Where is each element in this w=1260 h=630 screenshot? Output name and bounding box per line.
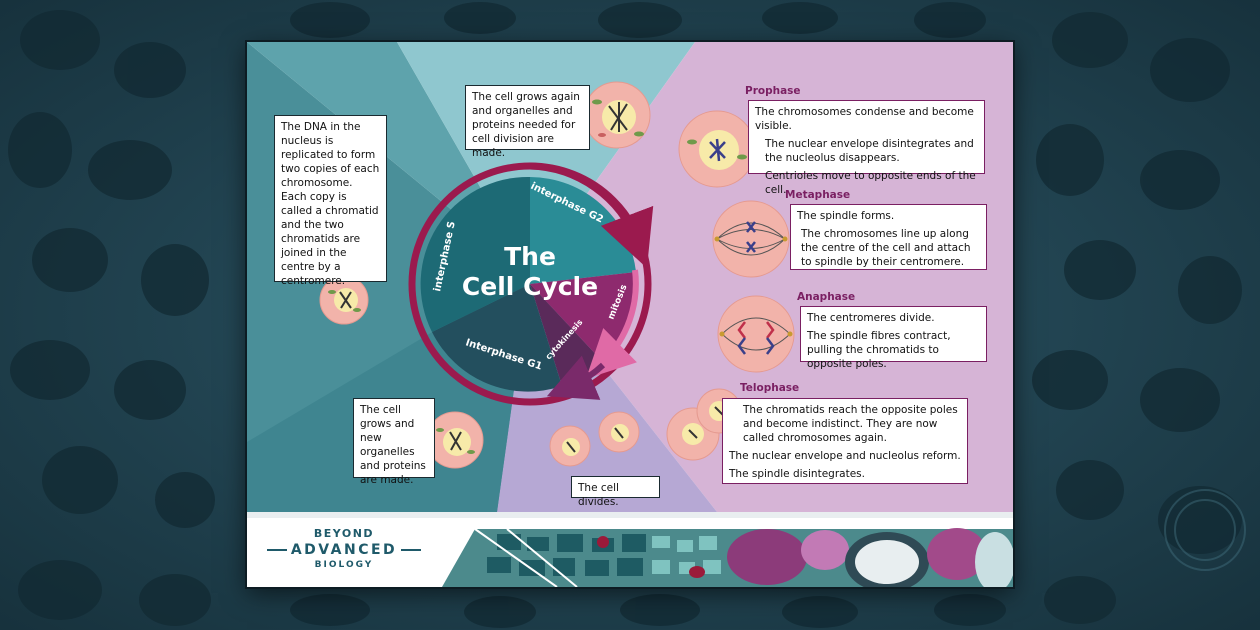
prophase-box: The chromosomes condense and become visi… <box>748 100 985 196</box>
beyond-advanced-biology-logo: BEYOND ADVANCED BIOLOGY <box>259 525 429 583</box>
prophase-line-1: The chromosomes condense and become visi… <box>755 106 974 132</box>
cell-illustration-daughter-cells <box>549 411 640 467</box>
note-g1-phase: The cell grows and new organelles and pr… <box>353 398 435 486</box>
metaphase-title: Metaphase <box>785 189 851 201</box>
note-s-phase: The DNA in the nucleus is replicated to … <box>274 115 387 287</box>
prophase-line-2: The nuclear envelope disintegrates and t… <box>765 138 974 164</box>
telophase-line-2: The nuclear envelope and nucleolus refor… <box>729 450 961 462</box>
cell-illustration-s-phase <box>319 275 369 325</box>
note-cell-divides-text: The cell divides. <box>578 482 619 508</box>
note-g1-phase-text: The cell grows and new organelles and pr… <box>360 404 426 486</box>
note-s-phase-text: The DNA in the nucleus is replicated to … <box>281 121 380 287</box>
cell-illustration-g1-phase <box>426 411 484 469</box>
logo-line-2-text: ADVANCED <box>290 542 398 558</box>
note-cell-divides: The cell divides. <box>571 476 660 508</box>
metaphase-line-1: The spindle forms. <box>797 210 895 222</box>
note-g2-phase: The cell grows again and organelles and … <box>465 85 590 159</box>
logo-dash-left <box>266 549 287 551</box>
anaphase-box: The centromeres divide. The spindle fibr… <box>800 306 987 370</box>
cell-cycle-poster: interphase S interphase G2 Interphase G1… <box>247 42 1013 587</box>
logo-dash-right <box>401 549 422 551</box>
anaphase-line-2: The spindle fibres contract, pulling the… <box>807 330 951 370</box>
note-g2-phase-text: The cell grows again and organelles and … <box>472 91 580 159</box>
footer-microscopy-image <box>442 528 1013 587</box>
telophase-line-3: The spindle disintegrates. <box>729 468 865 480</box>
metaphase-box: The spindle forms. The chromosomes line … <box>790 204 987 270</box>
cell-illustration-g2-phase <box>583 81 651 149</box>
cell-cycle-wheel <box>408 162 654 406</box>
prophase-line-3: Centrioles move to opposite ends of the … <box>765 170 976 196</box>
cell-cycle-title: The Cell Cycle <box>440 242 620 302</box>
cell-illustration-prophase <box>678 110 756 188</box>
title-line-2: Cell Cycle <box>461 272 599 301</box>
logo-line-3: BIOLOGY <box>314 560 374 570</box>
logo-line-1: BEYOND <box>313 527 375 540</box>
anaphase-line-1: The centromeres divide. <box>807 312 935 324</box>
prophase-title: Prophase <box>745 85 801 97</box>
telophase-title: Telophase <box>740 382 800 394</box>
anaphase-title: Anaphase <box>797 291 856 303</box>
cell-illustration-anaphase <box>717 295 795 373</box>
cell-illustration-metaphase <box>712 200 790 278</box>
title-line-1: The <box>504 242 556 271</box>
logo-line-2: ADVANCED <box>259 542 429 558</box>
telophase-box: The chromatids reach the opposite poles … <box>722 398 968 484</box>
telophase-line-1: The chromatids reach the opposite poles … <box>743 404 958 444</box>
metaphase-line-2: The chromosomes line up along the centre… <box>801 228 971 268</box>
